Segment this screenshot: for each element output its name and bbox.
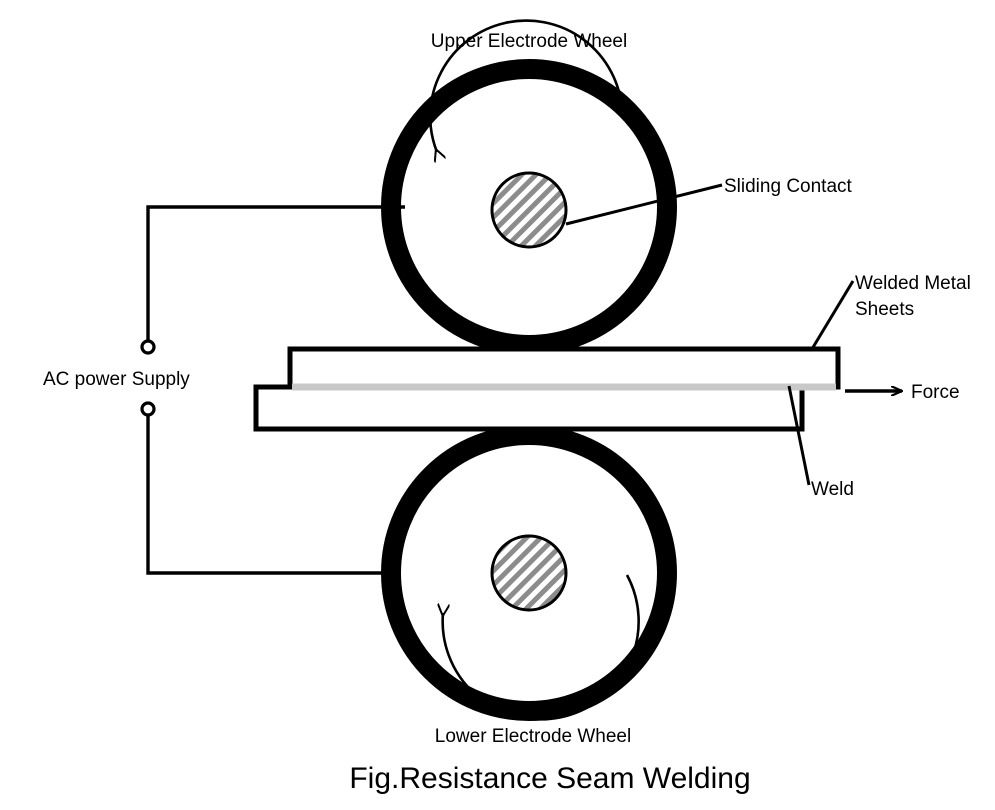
label-lower-electrode-wheel: Lower Electrode Wheel [435, 726, 631, 747]
label-upper-electrode-wheel: Upper Electrode Wheel [431, 31, 627, 52]
ac-terminal-upper [140, 339, 156, 355]
label-sliding-contact: Sliding Contact [724, 176, 853, 197]
label-weld: Weld [811, 479, 854, 500]
welded-metal-sheets [253, 346, 841, 432]
upper-electrode-wheel [381, 19, 677, 355]
lower-metal-sheet [253, 384, 805, 432]
label-force: Force [911, 382, 960, 403]
upper-wheel-rotation-arrow [429, 19, 624, 152]
ac-power-supply-circuit [140, 205, 405, 575]
lower-supply-wire [146, 416, 400, 575]
label-welded-metal-sheets-line2: Sheets [855, 299, 914, 320]
label-welded-metal-sheets-line1: Welded Metal [855, 273, 971, 294]
upper-wheel-hub [490, 171, 568, 249]
upper-metal-sheet [287, 346, 841, 390]
lower-wheel-hub [490, 534, 568, 612]
lower-wheel-rotation-arrow [443, 574, 640, 721]
ac-terminal-lower [140, 401, 156, 417]
figure-title: Fig.Resistance Seam Welding [349, 762, 750, 795]
lower-electrode-wheel [381, 425, 677, 721]
label-ac-power-supply: AC power Supply [43, 369, 190, 390]
upper-supply-wire [146, 205, 405, 340]
welded-sheets-leader [810, 280, 855, 350]
weld-leader [787, 385, 811, 486]
sliding-contact-leader [565, 183, 723, 226]
